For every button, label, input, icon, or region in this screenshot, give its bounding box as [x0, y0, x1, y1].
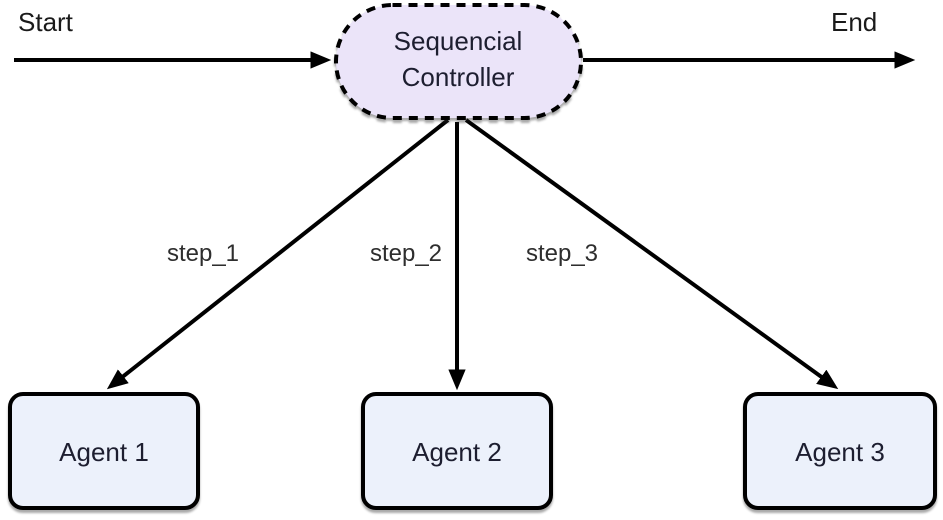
- edge-step-3: [464, 118, 839, 390]
- agent-1-shape: [8, 392, 200, 510]
- agent-1-node: Agent 1: [8, 392, 200, 510]
- edge-step-1: [106, 118, 450, 390]
- edge-label-step-2: step_2: [370, 240, 442, 267]
- agent-3-node: Agent 3: [743, 392, 937, 510]
- controller-label-line-2: Controller: [402, 62, 515, 92]
- agent-2-label: Agent 2: [412, 437, 502, 467]
- agent-3-label: Agent 3: [795, 437, 885, 467]
- controller-shape: [334, 3, 583, 120]
- controller-node: Sequencial Controller: [334, 3, 583, 120]
- controller-label-line-1: Sequencial: [394, 26, 523, 56]
- agent-2-shape: [361, 392, 553, 510]
- edge-label-step-3: step_3: [526, 240, 598, 267]
- agent-3-shape: [743, 392, 937, 510]
- end-label: End: [831, 7, 877, 37]
- start-label: Start: [18, 7, 74, 37]
- agent-1-label: Agent 1: [59, 437, 149, 467]
- agent-2-node: Agent 2: [361, 392, 553, 510]
- edge-label-step-1: step_1: [167, 240, 239, 267]
